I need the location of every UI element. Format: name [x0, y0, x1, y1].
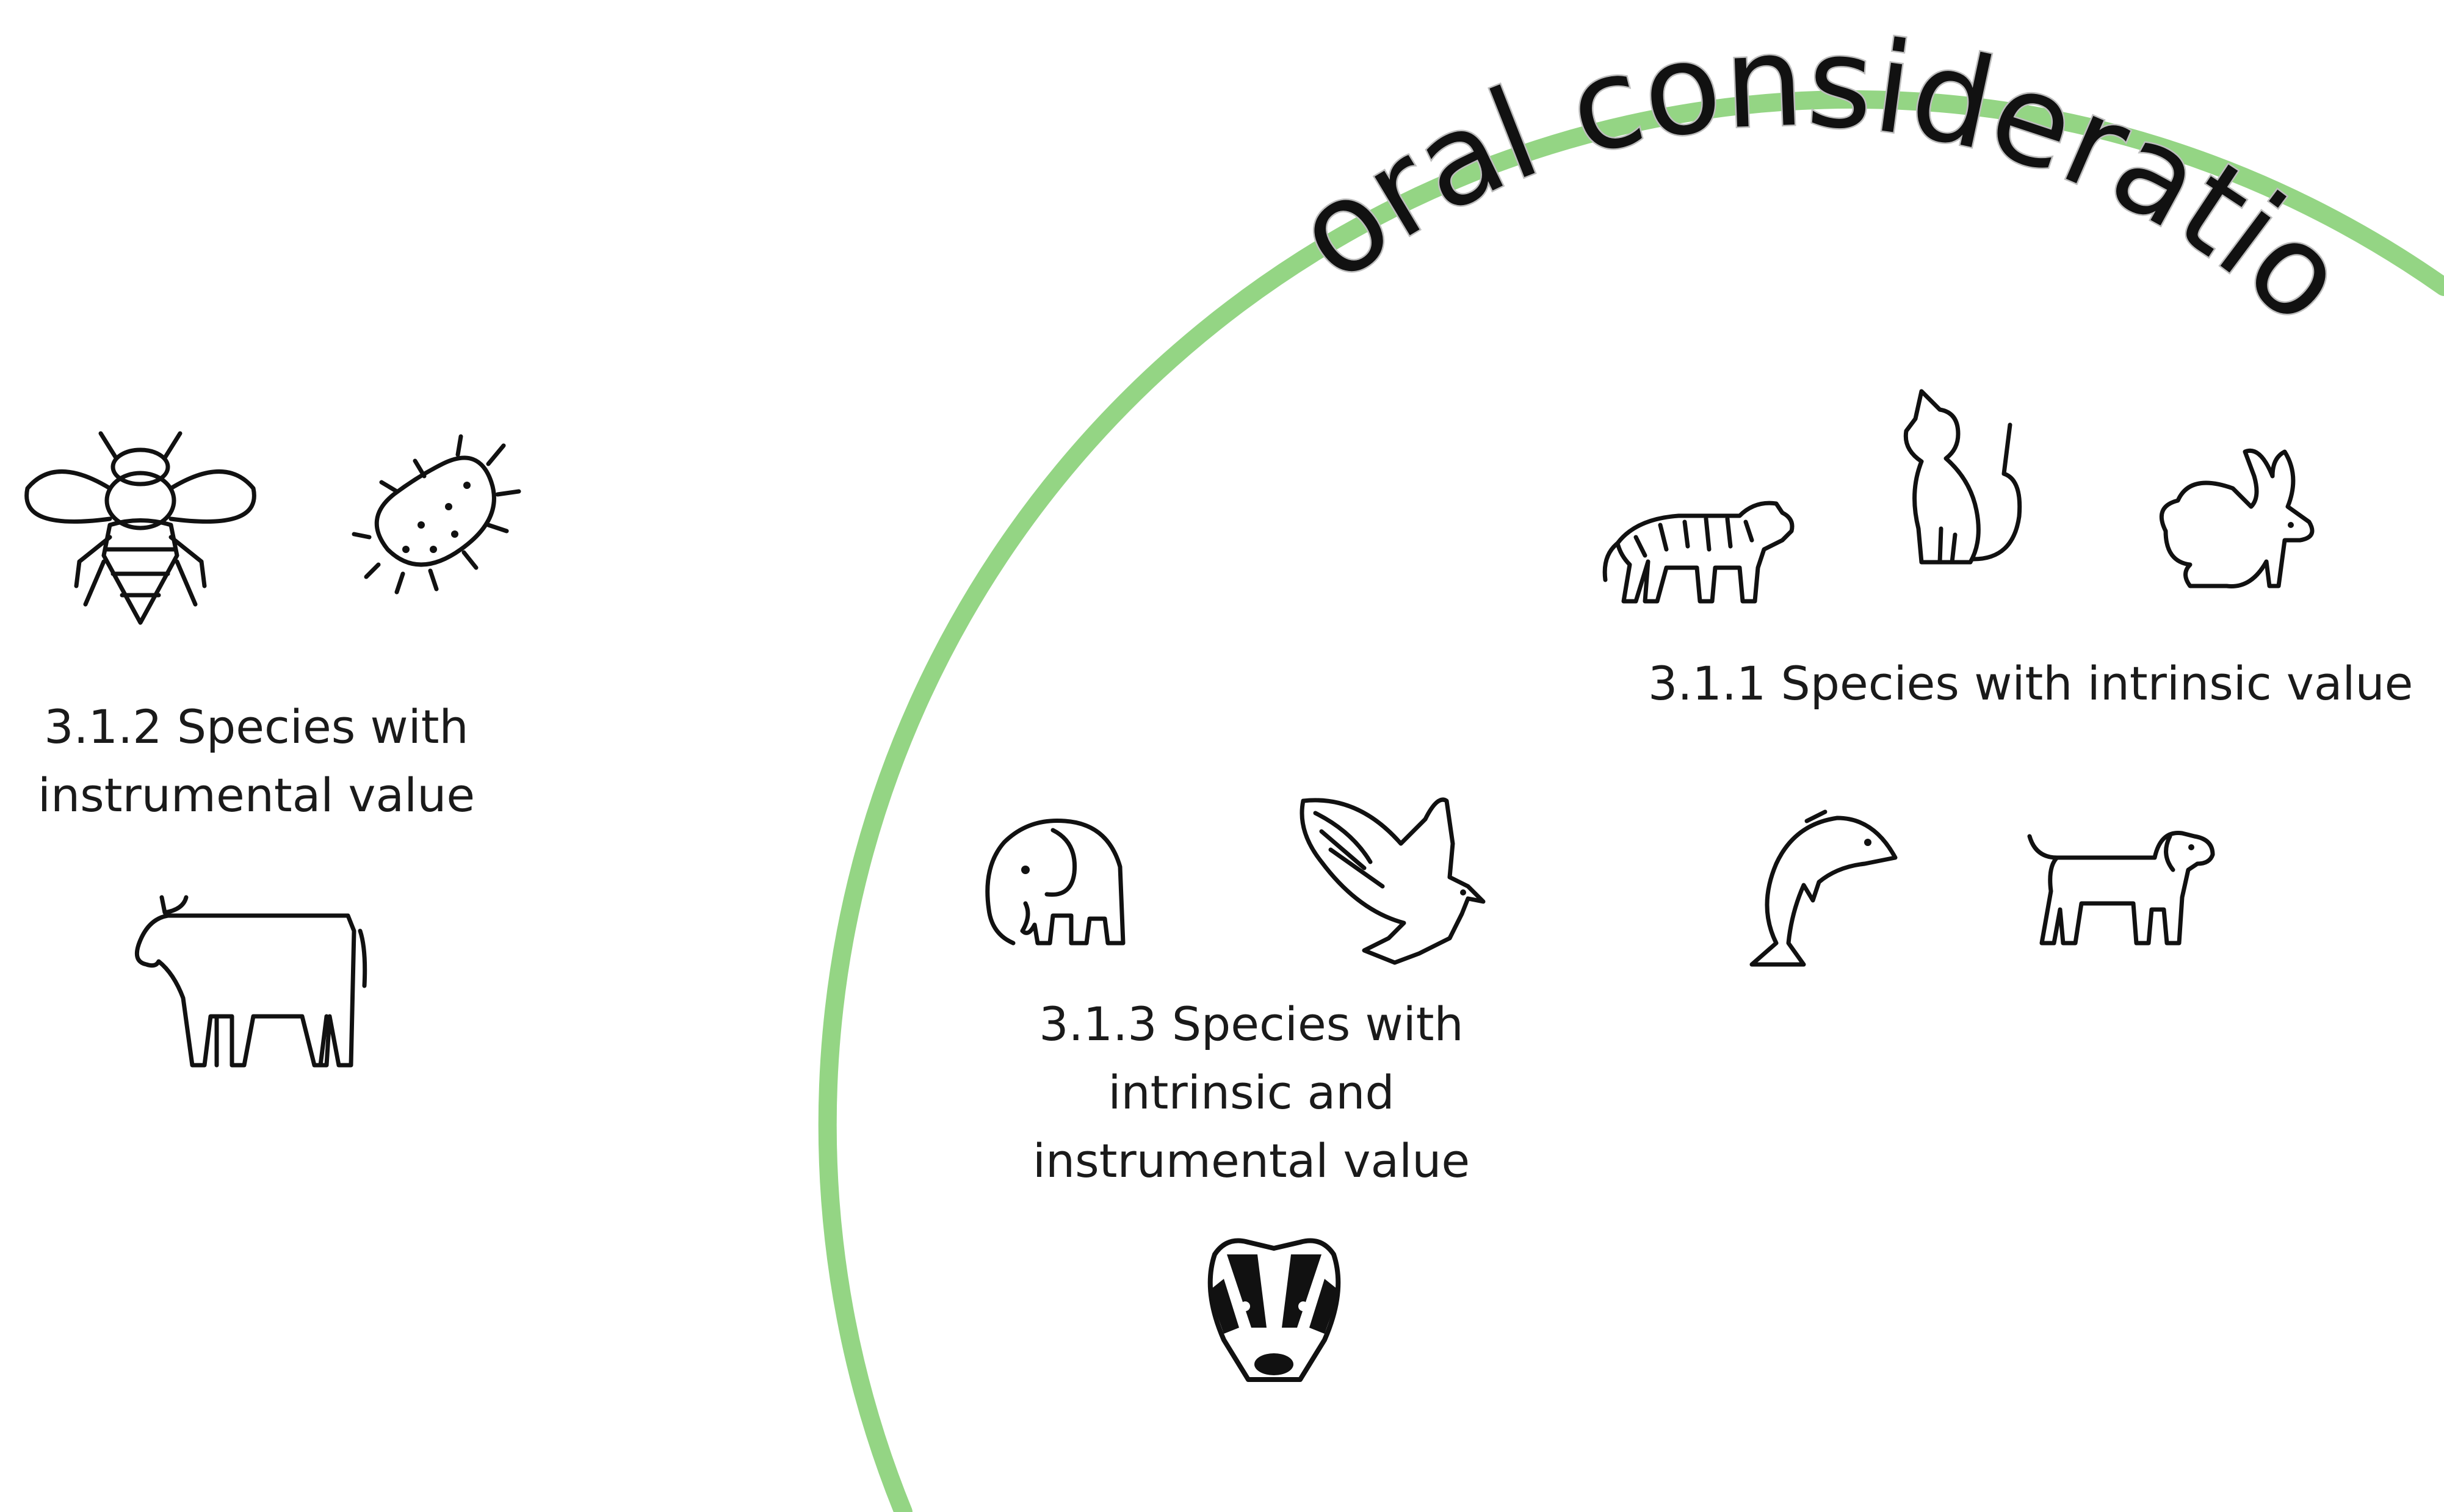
circle-title: Moral consideration — [0, 0, 2373, 352]
dog-icon — [2026, 824, 2216, 946]
tiger-icon — [1599, 488, 1795, 604]
bee-icon — [18, 421, 262, 629]
cow-icon — [125, 894, 375, 1068]
bacterium-icon — [351, 427, 525, 604]
badger-icon — [1202, 1236, 1346, 1386]
both-group-label: 3.1.3 Species with intrinsic and instrum… — [1001, 990, 1502, 1195]
elephant-icon — [985, 818, 1129, 946]
eagle-icon — [1297, 795, 1486, 966]
rabbit-icon — [2153, 439, 2318, 592]
instrumental-group-label: 3.1.2 Species with instrumental value — [0, 693, 513, 830]
instrumental-label-line2: instrumental value — [37, 768, 475, 822]
intrinsic-label-text: 3.1.1 Species with intrinsic value — [1648, 656, 2413, 711]
dolphin-icon — [1734, 809, 1901, 968]
intrinsic-group-label: 3.1.1 Species with intrinsic value — [1648, 649, 2413, 718]
instrumental-label-line1: 3.1.2 Species with — [44, 700, 469, 754]
circle-arc — [818, 90, 2444, 1512]
both-label-line1: 3.1.3 Species with — [1039, 997, 1464, 1051]
cat-icon — [1897, 388, 2034, 565]
both-label-line3: instrumental value — [1032, 1134, 1470, 1188]
both-label-line2: intrinsic and — [1108, 1065, 1395, 1120]
